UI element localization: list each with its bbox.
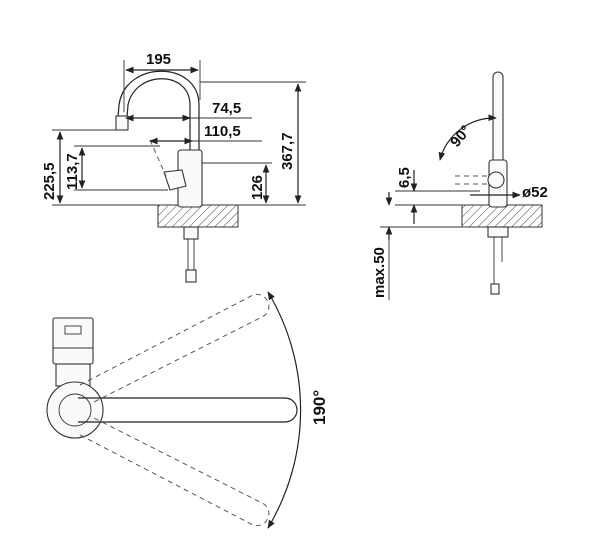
spout-outlet [115, 115, 129, 131]
spout-left-position [79, 293, 270, 405]
top-base-inner [58, 393, 92, 427]
swivel-arc [267, 291, 302, 529]
dim-height-126: 126 [249, 175, 266, 200]
side-view: 195 74,5 110,5 367,7 126 225,5 113,7 [41, 51, 306, 283]
spout-outline-outer [125, 78, 191, 150]
top-view: 190° [46, 291, 329, 529]
countertop-section-front [461, 204, 543, 228]
dim-angle-90: 90° [447, 122, 475, 150]
mounting-nut [183, 226, 199, 240]
dim-diameter-52: ø52 [522, 184, 548, 201]
top-lever-housing [52, 317, 94, 365]
dim-height-2255: 225,5 [41, 162, 58, 200]
spout-right-position [79, 415, 270, 527]
dim-offset-65: 6,5 [396, 167, 413, 188]
front-lever-knob [487, 171, 505, 189]
countertop-section [157, 204, 239, 228]
dim-height-1137: 113,7 [64, 153, 81, 190]
spout-outline-inner [116, 70, 200, 150]
dim-swivel-190: 190° [310, 390, 329, 425]
supply-hose-end [185, 269, 197, 283]
front-spout [492, 71, 504, 173]
lever-handle [163, 169, 187, 191]
top-lever-slot [64, 325, 82, 335]
front-mount [487, 226, 509, 238]
spout-center-position [78, 397, 298, 423]
dim-height-3677: 367,7 [279, 132, 296, 170]
top-base-outer [46, 381, 104, 439]
dim-reach-745: 74,5 [212, 100, 241, 117]
dim-thickness-max50: max.50 [371, 247, 388, 298]
dim-width-195: 195 [146, 51, 171, 68]
front-view: 90° ø52 6,5 max.50 [371, 71, 548, 300]
dim-reach-1105: 110,5 [204, 123, 241, 140]
front-hose-end [490, 283, 500, 295]
lever-alt-position [149, 139, 167, 177]
